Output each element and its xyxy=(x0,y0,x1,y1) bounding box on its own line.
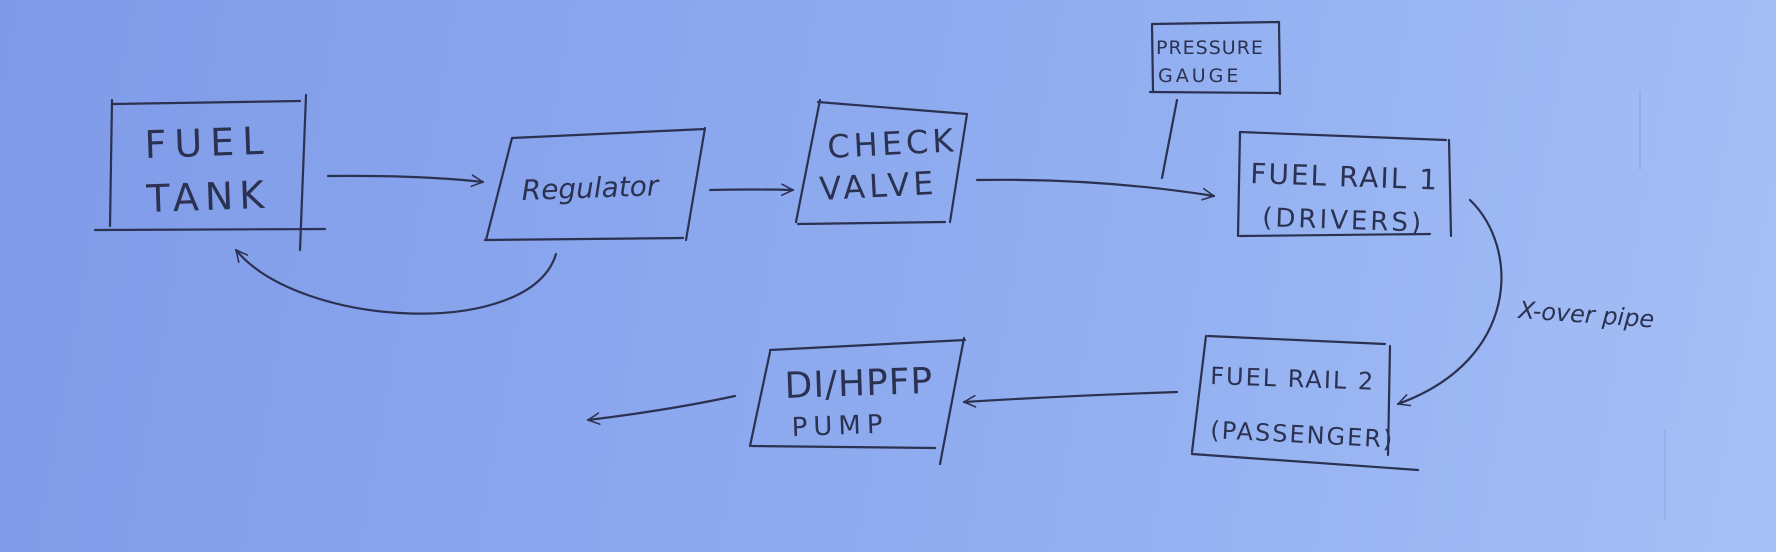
fuel-tank-label-line2: TANK xyxy=(145,173,271,221)
edge-fuel-rail-2-to-pump xyxy=(962,390,1179,408)
node-fuel-rail-1: FUEL RAIL 1 (DRIVERS) xyxy=(1236,130,1453,239)
pressure-gauge-label-line2: GAUGE xyxy=(1158,65,1241,87)
regulator-label: Regulator xyxy=(521,169,660,207)
node-check-valve: CHECK VALVE xyxy=(794,98,969,226)
node-pressure-gauge: PRESSURE GAUGE xyxy=(1148,20,1282,96)
fuel-rail-2-label-line1: FUEL RAIL 2 xyxy=(1210,362,1376,396)
node-fuel-rail-2: FUEL RAIL 2 (PASSENGER) xyxy=(1190,334,1420,472)
edge-pump-outflow xyxy=(586,394,737,425)
edge-gauge-to-line xyxy=(1160,98,1179,180)
edge-regulator-return-to-tank xyxy=(234,248,558,315)
edge-tank-to-regulator xyxy=(326,174,485,188)
di-hpfp-pump-label-line1: DI/HPFP xyxy=(784,361,934,407)
check-valve-label-line2: VALVE xyxy=(818,164,938,208)
edge-regulator-to-check-valve xyxy=(708,183,795,197)
node-di-hpfp-pump: DI/HPFP PUMP xyxy=(748,336,967,466)
fuel-tank-label-line1: FUEL xyxy=(144,119,272,167)
node-fuel-tank: FUEL TANK xyxy=(93,93,327,252)
edge-check-valve-to-fuel-rail-1 xyxy=(975,178,1216,201)
pressure-gauge-label-line1: PRESSURE xyxy=(1156,37,1264,59)
fuel-rail-1-label-line2: (DRIVERS) xyxy=(1262,203,1425,239)
fuel-rail-1-label-line1: FUEL RAIL 1 xyxy=(1250,157,1440,197)
fuel-rail-2-label-line2: (PASSENGER) xyxy=(1210,416,1395,454)
crossover-pipe-label: X-over pipe xyxy=(1516,296,1656,334)
di-hpfp-pump-label-line2: PUMP xyxy=(791,410,889,443)
check-valve-label-line1: CHECK xyxy=(826,121,958,166)
edge-crossover-pipe xyxy=(1396,198,1503,407)
node-regulator: Regulator xyxy=(483,126,707,242)
